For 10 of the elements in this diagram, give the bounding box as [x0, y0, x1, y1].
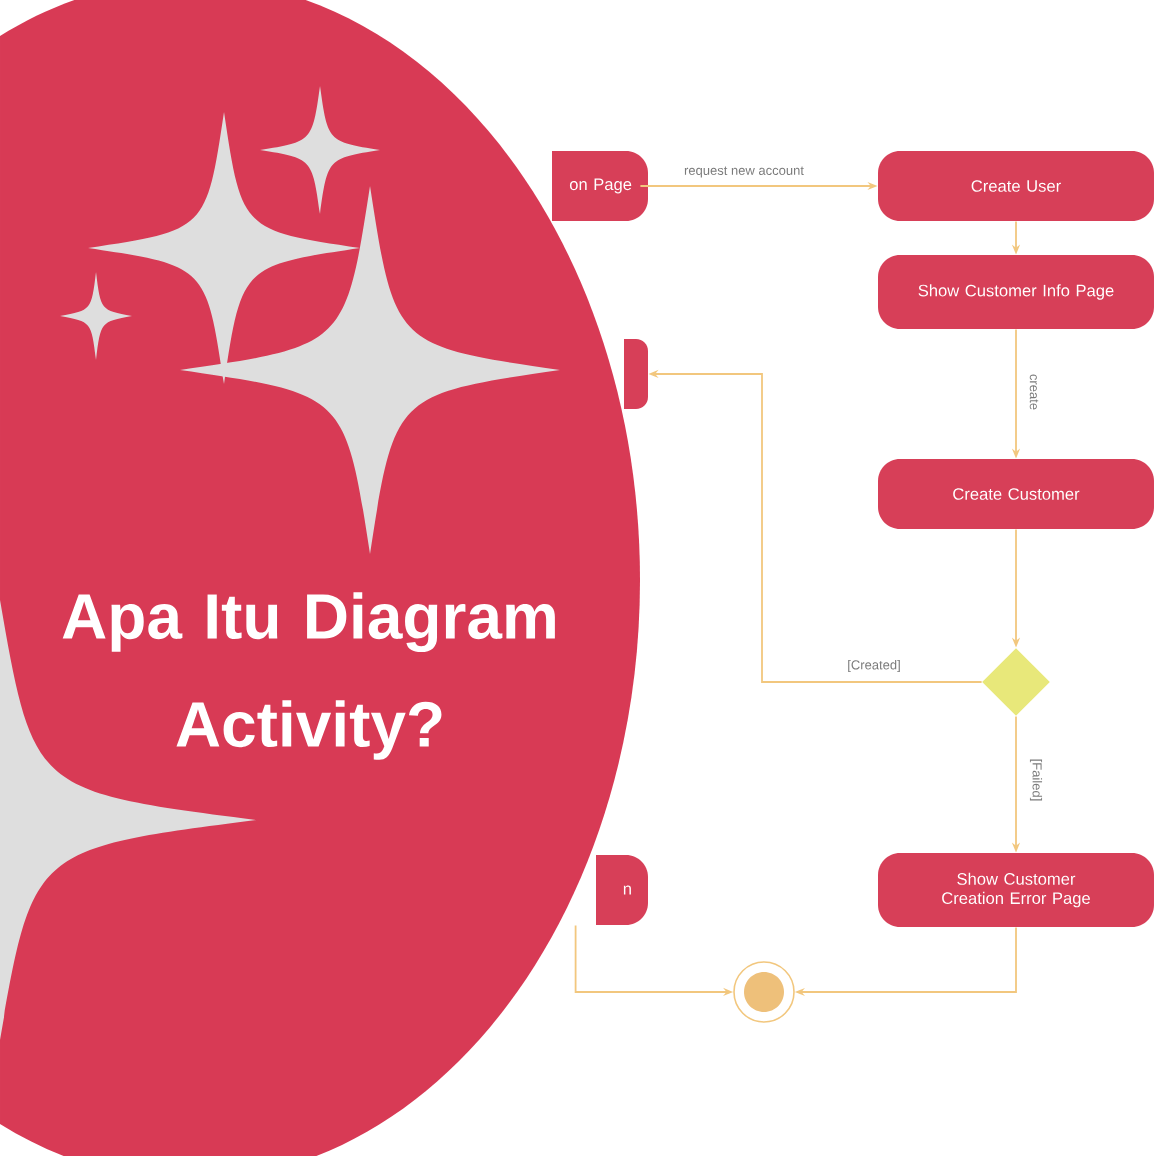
- action-box: [624, 339, 648, 409]
- action-box: Create User: [878, 151, 1154, 221]
- action-box: Show Customer Creation Error Page: [878, 853, 1154, 927]
- action-box: Show Customer Info Page: [878, 255, 1154, 329]
- action-box: Create Customer: [878, 459, 1154, 529]
- title: Apa Itu Diagram Activity?: [62, 592, 555, 760]
- action-box: n: [596, 855, 648, 925]
- decision-diamond: [982, 648, 1050, 716]
- final-node: [733, 961, 795, 1023]
- action-box: on Page: [552, 151, 648, 221]
